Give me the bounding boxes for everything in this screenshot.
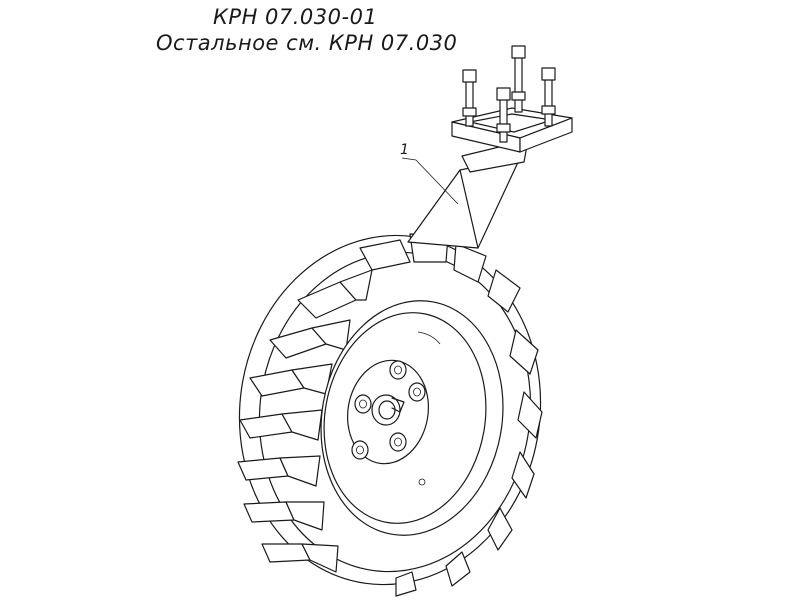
drawing-designation: КРН 07.030-01 — [213, 5, 378, 29]
u-bolt — [511, 45, 526, 113]
strut-arm — [407, 139, 529, 249]
callout-1: 1 — [400, 142, 459, 205]
callout-number: 1 — [400, 142, 409, 158]
wheel-nut — [351, 440, 369, 460]
u-bolt — [496, 87, 511, 143]
u-bolt — [462, 69, 477, 127]
axle-center — [371, 394, 405, 426]
mounting-bracket — [451, 45, 573, 153]
drawing-note: Остальное см. КРН 07.030 — [156, 31, 458, 55]
wheel-hub — [351, 360, 426, 460]
wheel-nut — [389, 360, 407, 380]
wheel-nut — [389, 432, 407, 452]
wheel-disc — [320, 300, 504, 536]
u-bolt — [541, 67, 556, 127]
wheel-nut — [408, 382, 426, 402]
wheel-nut — [354, 394, 372, 414]
